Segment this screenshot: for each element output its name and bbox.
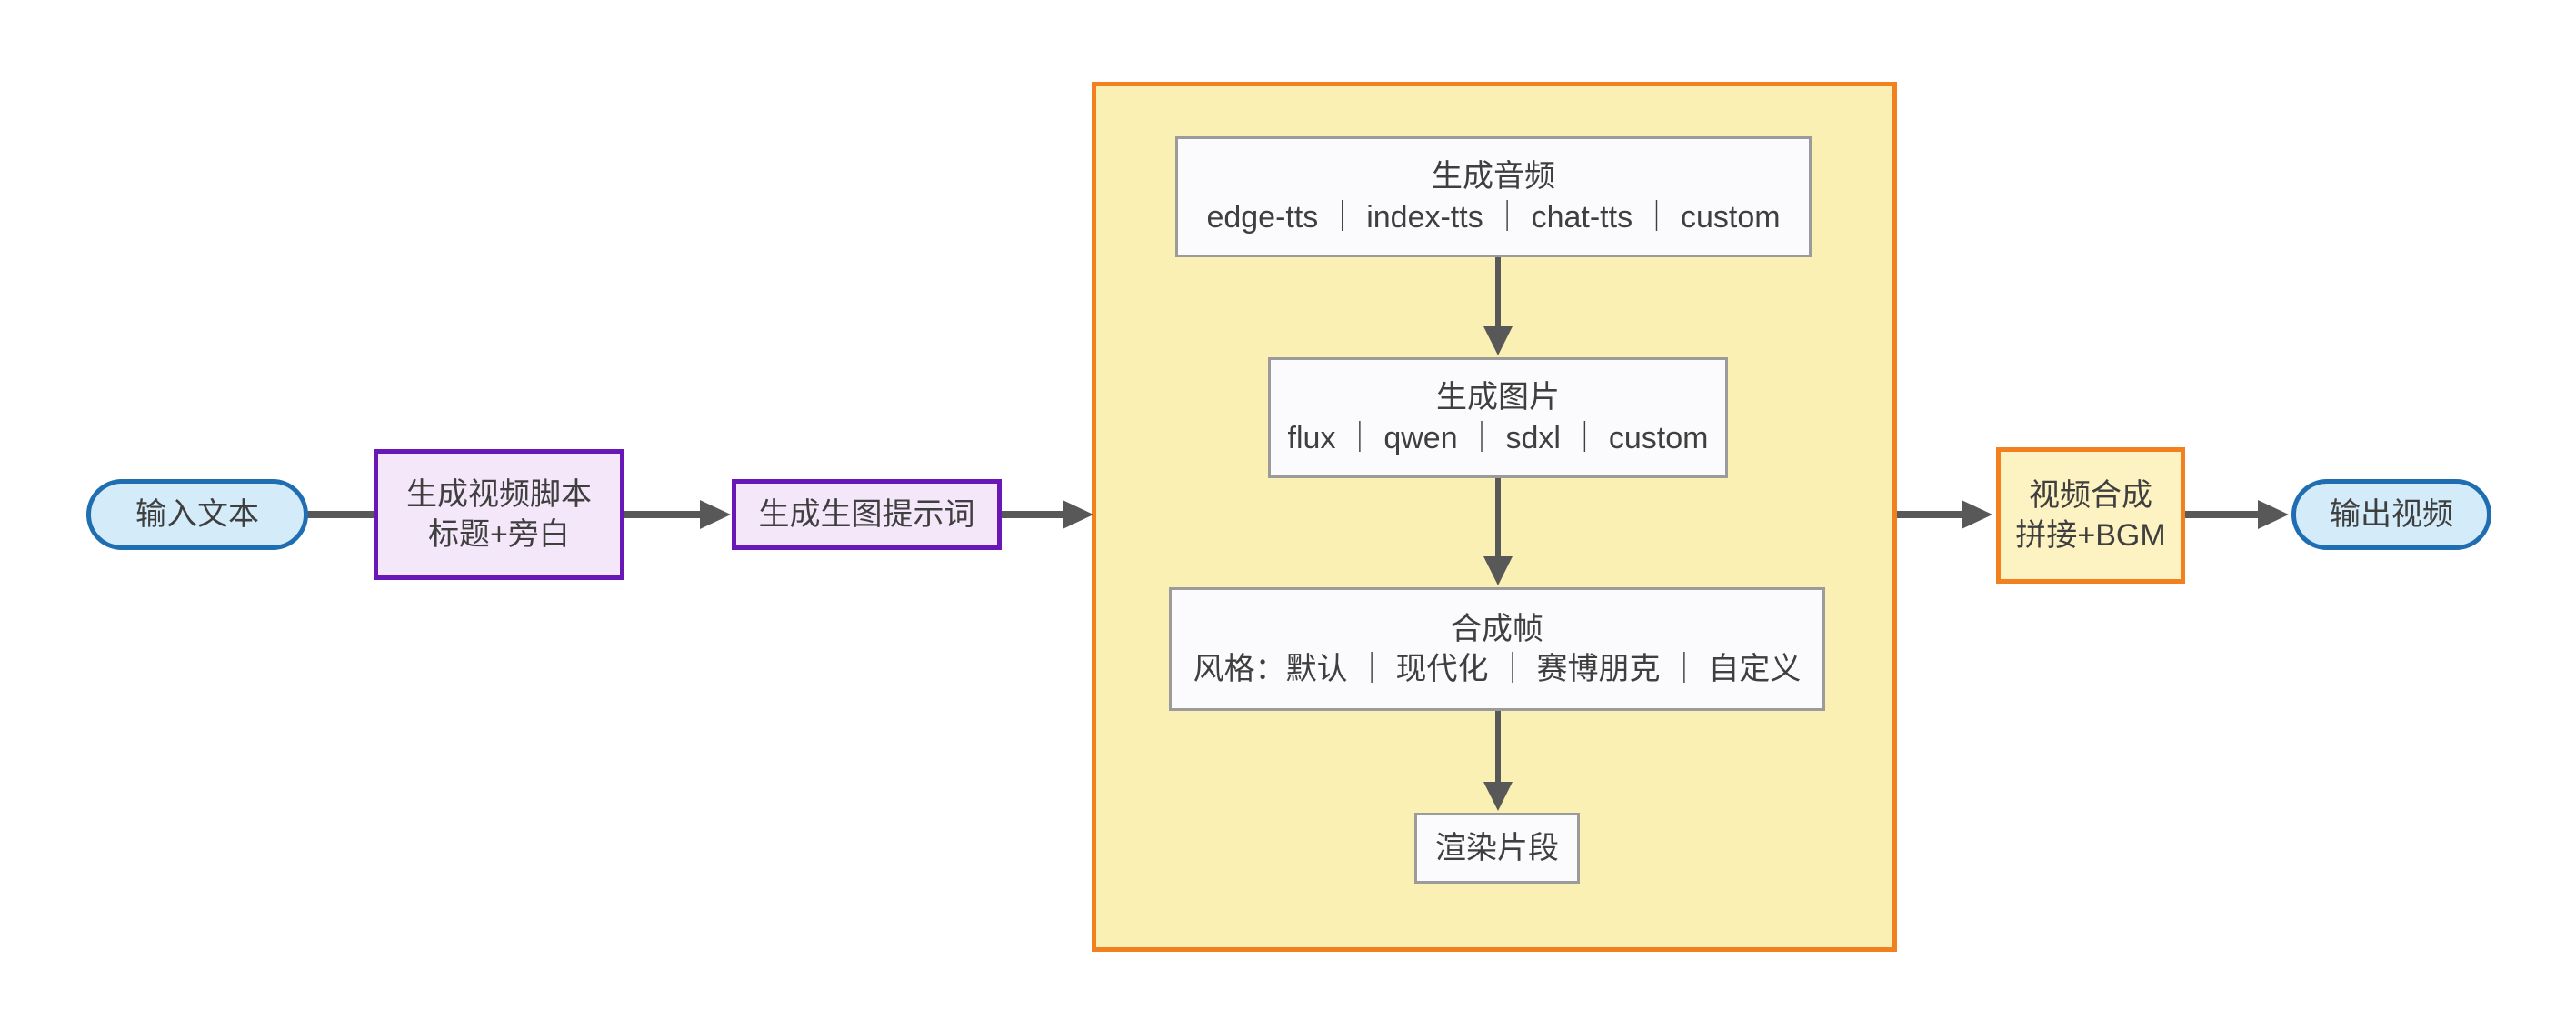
edge-make-script-to-make-prompt [624,498,733,531]
node-video-merge-line2: 拼接+BGM [2015,518,2166,553]
node-gen-image-title: 生成图片 [1436,380,1560,415]
node-compose-frame[interactable]: 合成帧 风格：默认 ｜ 现代化 ｜ 赛博朋克 ｜ 自定义 [1169,587,1825,711]
node-gen-audio-options: edge-tts ｜ index-tts ｜ chat-tts ｜ custom [1206,199,1781,235]
node-gen-image-options: flux ｜ qwen ｜ sdxl ｜ custom [1287,420,1709,455]
node-input-text[interactable]: 输入文本 [86,479,308,550]
edge-subgraph-to-video-merge [1897,498,1994,531]
node-make-script-line2: 标题+旁白 [428,517,570,552]
edge-gen-audio-to-gen-image [1482,257,1514,357]
node-video-merge[interactable]: 视频合成 拼接+BGM [1996,447,2185,584]
node-output-video[interactable]: 输出视频 [2291,479,2491,550]
node-make-script[interactable]: 生成视频脚本 标题+旁白 [374,449,624,580]
node-compose-frame-title: 合成帧 [1451,611,1543,646]
edge-make-prompt-to-subgraph [1001,498,1095,531]
node-gen-audio[interactable]: 生成音频 edge-tts ｜ index-tts ｜ chat-tts ｜ c… [1175,136,1812,257]
node-output-video-label: 输出视频 [2330,496,2453,532]
node-make-script-line1: 生成视频脚本 [406,476,592,512]
node-video-merge-line1: 视频合成 [2029,477,2152,513]
node-render-clip-label: 渲染片段 [1435,830,1559,865]
node-compose-frame-options: 风格：默认 ｜ 现代化 ｜ 赛博朋克 ｜ 自定义 [1193,652,1802,686]
node-render-clip[interactable]: 渲染片段 [1414,813,1580,884]
edge-video-merge-to-output-video [2185,498,2291,531]
node-make-prompt-label: 生成生图提示词 [758,496,975,532]
edge-compose-frame-to-render-clip [1482,711,1514,813]
node-gen-image[interactable]: 生成图片 flux ｜ qwen ｜ sdxl ｜ custom [1268,357,1728,478]
edge-gen-image-to-compose-frame [1482,478,1514,587]
node-gen-audio-title: 生成音频 [1432,159,1555,195]
node-make-prompt[interactable]: 生成生图提示词 [732,479,1002,550]
node-input-text-label: 输入文本 [135,496,259,532]
